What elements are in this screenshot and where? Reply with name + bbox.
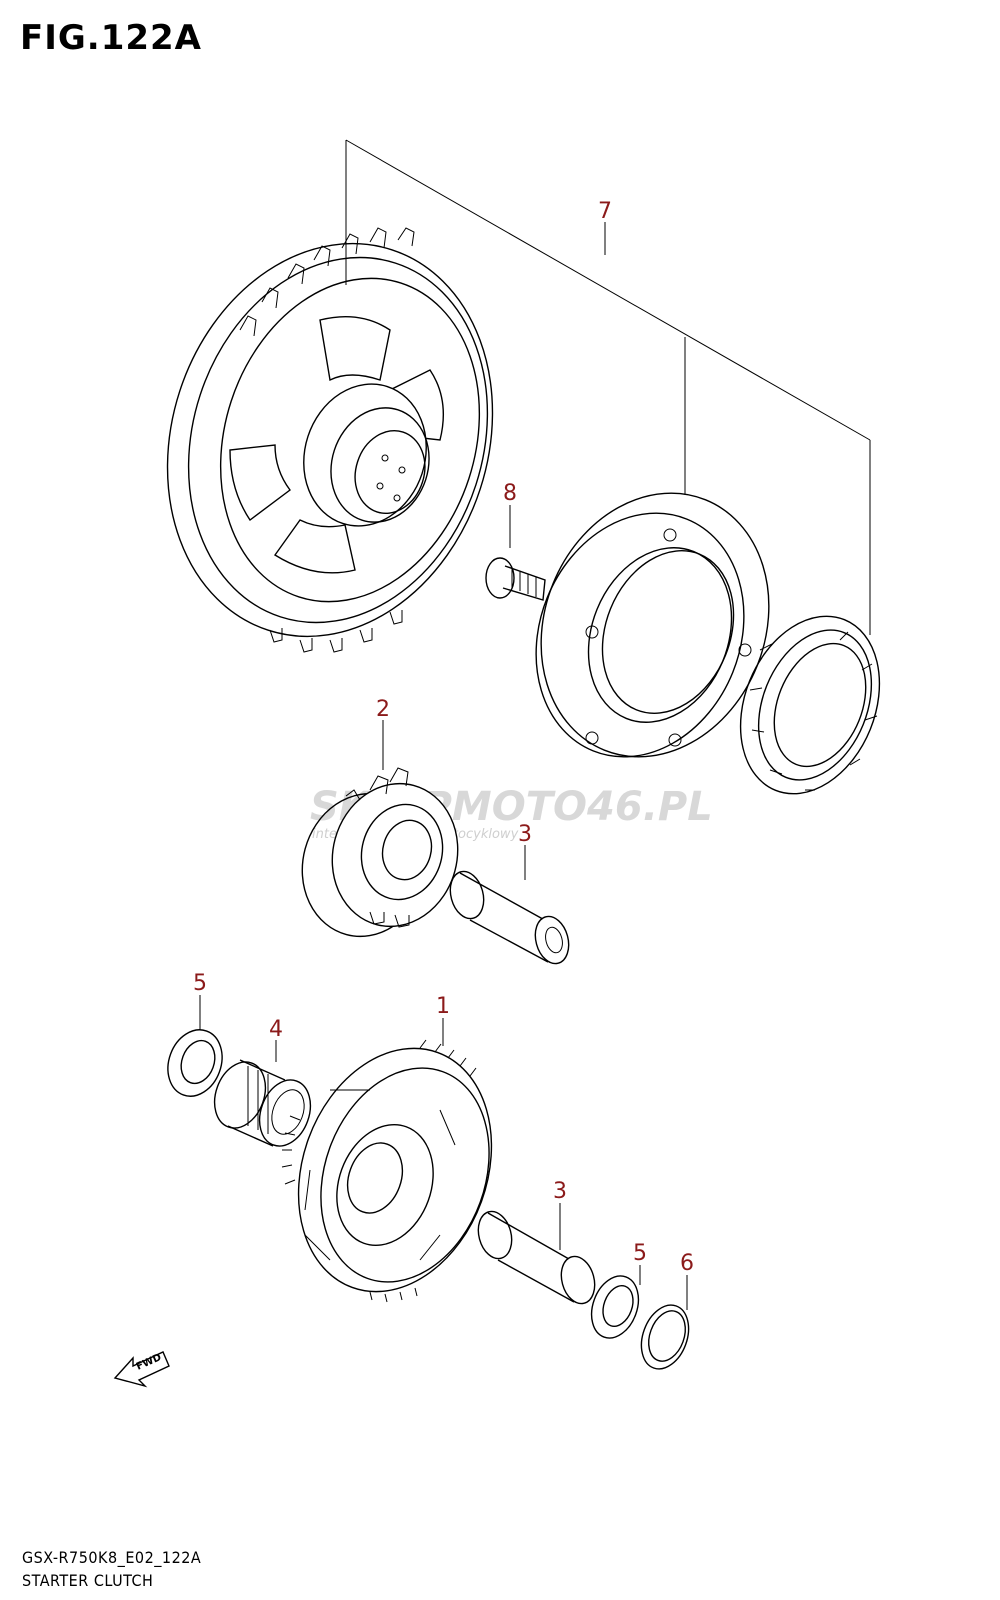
callout-5-left: 5 bbox=[193, 971, 207, 996]
callout-3-upper: 3 bbox=[518, 822, 532, 847]
washer-right bbox=[590, 1275, 640, 1339]
model-code: GSX-R750K8_E02_122A bbox=[22, 1548, 202, 1567]
idle-gear bbox=[301, 767, 459, 938]
one-way-clutch-housing bbox=[535, 492, 770, 758]
idle-gear-shaft bbox=[449, 870, 570, 965]
circlip bbox=[640, 1304, 690, 1370]
callout-leaders bbox=[199, 505, 688, 1310]
needle-bearing bbox=[213, 1059, 312, 1147]
leader-lines-part-7 bbox=[345, 139, 871, 635]
callout-4: 4 bbox=[269, 1017, 283, 1042]
section-name: STARTER CLUTCH bbox=[22, 1571, 154, 1590]
callout-5-right: 5 bbox=[633, 1241, 647, 1266]
fwd-arrow-icon: FWD bbox=[113, 1351, 170, 1388]
callout-7: 7 bbox=[598, 199, 612, 224]
idle-gear-shaft-lower bbox=[477, 1210, 596, 1305]
figure-title: FIG.122A bbox=[20, 18, 202, 58]
starter-idle-gear bbox=[281, 1039, 493, 1303]
callout-8: 8 bbox=[503, 481, 517, 506]
one-way-clutch-cage bbox=[739, 615, 881, 795]
callout-numbers: 7 8 2 3 5 4 1 3 5 6 bbox=[193, 199, 694, 1276]
bolt bbox=[485, 557, 546, 601]
starter-driven-gear bbox=[166, 227, 494, 653]
callout-3-lower: 3 bbox=[553, 1179, 567, 1204]
callout-6: 6 bbox=[680, 1251, 694, 1276]
callout-2: 2 bbox=[376, 697, 390, 722]
washer-left bbox=[167, 1029, 223, 1097]
callout-1: 1 bbox=[436, 994, 450, 1019]
